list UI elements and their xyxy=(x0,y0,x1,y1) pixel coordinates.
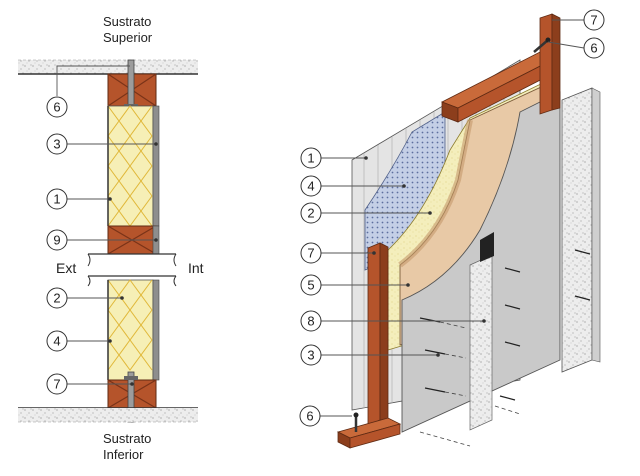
interior-finish-strip xyxy=(469,254,493,431)
exploded-callout: 4 xyxy=(307,179,314,194)
section-callout: 6 xyxy=(53,100,60,115)
gypsum-board-upper xyxy=(152,105,160,227)
section-callout: 4 xyxy=(53,334,60,349)
top-substrate xyxy=(18,60,198,74)
gypsum-board-lower xyxy=(152,279,160,381)
concrete-panel xyxy=(561,87,593,373)
section-callout: 1 xyxy=(53,192,60,207)
right-stud xyxy=(539,13,553,115)
section-callout: 3 xyxy=(53,137,60,152)
exploded-callout: 7 xyxy=(307,246,314,261)
exploded-callout: 3 xyxy=(307,348,314,363)
wall-section xyxy=(18,59,198,423)
section-callout: 2 xyxy=(53,291,60,306)
exploded-callout: 1 xyxy=(307,151,314,166)
exploded-callout: 6 xyxy=(590,41,597,56)
section-callout: 7 xyxy=(53,377,60,392)
exploded-callouts: 7 6 1 4 2 7 5 8 3 6 xyxy=(299,9,605,427)
bottom-substrate xyxy=(18,408,198,422)
exploded-view xyxy=(320,13,601,449)
interior-label: Int xyxy=(188,260,204,276)
exploded-callout: 7 xyxy=(590,13,597,28)
exterior-label: Ext xyxy=(56,260,76,276)
top-substrate-label-1: Sustrato xyxy=(103,14,151,29)
left-stud xyxy=(367,242,381,426)
section-break xyxy=(88,254,176,266)
exploded-callout: 8 xyxy=(307,314,314,329)
exploded-callout: 6 xyxy=(306,409,313,424)
section-callouts: 6 3 1 9 2 4 7 xyxy=(46,96,68,395)
section-callout: 9 xyxy=(53,233,60,248)
bottom-substrate-label-2: Inferior xyxy=(103,447,144,462)
top-substrate-label-2: Superior xyxy=(103,30,153,45)
exploded-callout: 5 xyxy=(307,278,314,293)
bottom-substrate-label-1: Sustrato xyxy=(103,431,151,446)
top-anchor-bolt xyxy=(127,59,135,111)
exploded-callout: 2 xyxy=(307,206,314,221)
